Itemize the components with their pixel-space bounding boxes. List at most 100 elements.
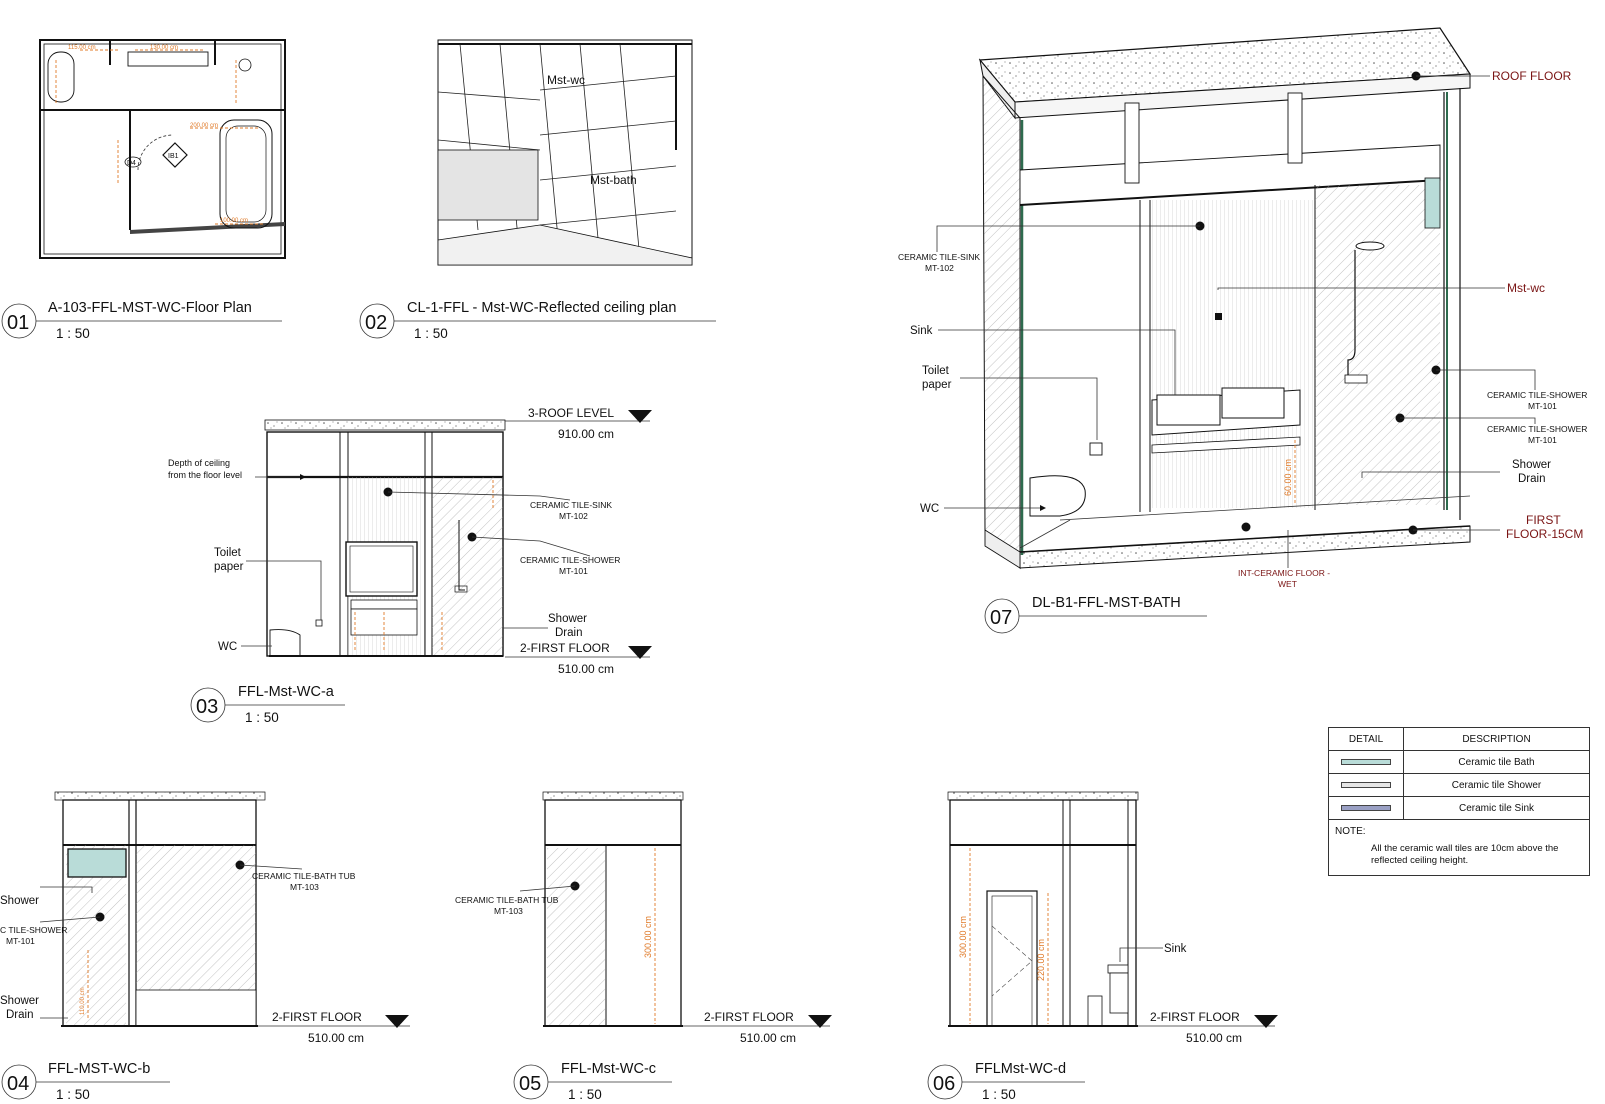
ct-bathtub-label-b: CERAMIC TILE-BATH TUB: [252, 871, 356, 881]
sink-label-d: Sink: [1164, 943, 1187, 955]
depth-ceiling-label: Depth of ceiling: [168, 458, 230, 468]
shower-label-b: Shower: [0, 895, 39, 907]
first-floor-value-d: 510.00 cm: [1186, 1031, 1242, 1045]
elev-d-dim1: 300.00 cm: [958, 916, 968, 958]
view-02-title: 02 CL-1-FFL - Mst-WC-Reflected ceiling p…: [359, 300, 716, 341]
d4-label: D4: [127, 160, 136, 167]
svg-text:MT-101: MT-101: [559, 566, 588, 576]
view-04-scale: 1 : 50: [56, 1087, 90, 1102]
svg-text:110.00 cm: 110.00 cm: [80, 987, 86, 1015]
view-06-title: 06 FFLMst-WC-d 1 : 50: [927, 1061, 1085, 1102]
view-06-name: FFLMst-WC-d: [975, 1061, 1066, 1077]
first-floor-value-b: 510.00 cm: [308, 1031, 364, 1045]
roof-level-value: 910.00 cm: [558, 427, 614, 441]
view-04-title: 04 FFL-MST-WC-b 1 : 50: [1, 1061, 170, 1102]
svg-text:MT-103: MT-103: [290, 882, 319, 892]
first-floor-label-d: 2-FIRST FLOOR: [1150, 1010, 1240, 1024]
first-floor-marker-c-icon: [808, 1015, 832, 1028]
view-05-title: 05 FFL-Mst-WC-c 1 : 50: [513, 1061, 672, 1102]
ct-shower-label-iso-2: CERAMIC TILE-SHOWER: [1487, 424, 1587, 434]
plan-dim-1: 115.00 cm: [68, 45, 96, 51]
ct-shower-label-b: C TILE-SHOWER: [0, 925, 67, 935]
view-05-scale: 1 : 50: [568, 1087, 602, 1102]
legend-note: NOTE: All the ceramic wall tiles are 10c…: [1328, 819, 1590, 876]
svg-text:02: 02: [365, 312, 387, 334]
elev-d-dim2: 220.00 cm: [1036, 939, 1046, 981]
svg-text:03: 03: [196, 696, 218, 718]
svg-text:from the floor level: from the floor level: [168, 470, 242, 480]
view-03-title: 03 FFL-Mst-WC-a 1 : 50: [190, 684, 345, 725]
legend-description: Ceramic tile Shower: [1403, 773, 1590, 797]
ib1-marker-icon: [162, 142, 188, 168]
view-03-scale: 1 : 50: [245, 710, 279, 725]
isometric-bath-view: 60.00 cm ROOF FLOOR Mst-wc CERAMIC TILE-…: [898, 27, 1587, 634]
sink-d-icon: [1107, 964, 1129, 974]
wc-plan-icon: [47, 51, 75, 103]
legend-table: DETAIL DESCRIPTION Ceramic tile Bath Cer…: [1328, 727, 1590, 876]
svg-text:Drain: Drain: [6, 1009, 33, 1021]
int-floor-label: INT-CERAMIC FLOOR -: [1238, 568, 1330, 578]
first-floor-label-iso: FIRST: [1526, 513, 1561, 527]
wc-label-a: WC: [218, 641, 237, 653]
first-floor-value-c: 510.00 cm: [740, 1031, 796, 1045]
wc-icon: [269, 629, 301, 657]
first-floor-marker-b-icon: [385, 1015, 409, 1028]
ceiling-label-mst-bath: Mst-bath: [590, 173, 637, 187]
vanity-plan-icon: [127, 51, 209, 67]
view-02-name: CL-1-FFL - Mst-WC-Reflected ceiling plan: [407, 300, 676, 316]
ct-bathtub-label-c: CERAMIC TILE-BATH TUB: [455, 895, 559, 905]
svg-text:Drain: Drain: [555, 627, 582, 639]
elev-c-dim: 300.00 cm: [643, 916, 653, 958]
wc-label-iso: WC: [920, 503, 939, 515]
svg-text:MT-102: MT-102: [559, 511, 588, 521]
ct-shower-label-a: CERAMIC TILE-SHOWER: [520, 555, 620, 565]
roof-level-marker-icon: [628, 410, 652, 423]
ib1-label: IB1: [168, 153, 179, 160]
toilet-paper-label-iso: Toilet: [922, 365, 950, 377]
roof-floor-label: ROOF FLOOR: [1492, 69, 1572, 83]
view-06-scale: 1 : 50: [982, 1087, 1016, 1102]
first-floor-marker-icon: [628, 646, 652, 659]
legend-row: Ceramic tile Shower: [1328, 773, 1590, 797]
legend-description: Ceramic tile Bath: [1403, 750, 1590, 774]
iso-dim: 60.00 cm: [1283, 459, 1293, 496]
svg-text:04: 04: [7, 1073, 29, 1095]
legend-swatch-shower: [1341, 781, 1391, 788]
note-label: NOTE:: [1335, 826, 1366, 837]
plan-dim-2: 130.00 cm: [150, 45, 178, 51]
view-07-name: DL-B1-FFL-MST-BATH: [1032, 595, 1181, 611]
shower-iso-icon: [1347, 250, 1356, 380]
svg-text:MT-101: MT-101: [1528, 435, 1557, 445]
roof-level-label: 3-ROOF LEVEL: [528, 406, 614, 420]
ct-shower-label-iso-1: CERAMIC TILE-SHOWER: [1487, 390, 1587, 400]
bathtub-plan-icon: [219, 119, 273, 229]
svg-text:paper: paper: [214, 561, 244, 573]
view-01-name: A-103-FFL-MST-WC-Floor Plan: [48, 300, 252, 316]
window-icon: [67, 848, 127, 878]
floor-plan-view: IB1 D4 115.00 cm 130.00 cm 200.00 cm 100…: [1, 39, 286, 341]
wc-iso-icon: [1029, 475, 1086, 517]
svg-text:MT-102: MT-102: [925, 263, 954, 273]
ceiling-label-mst-wc: Mst-wc: [547, 73, 585, 87]
legend-swatch-bath: [1341, 758, 1391, 765]
svg-text:07: 07: [990, 607, 1012, 629]
sink-label-iso: Sink: [910, 325, 933, 337]
svg-text:WET: WET: [1278, 579, 1297, 589]
ct-sink-label-a: CERAMIC TILE-SINK: [530, 500, 612, 510]
view-01-scale: 1 : 50: [56, 326, 90, 341]
ceiling-plan-view: Mst-wc Mst-bath 02 CL-1-FFL - Mst-WC-Ref…: [359, 39, 716, 341]
mirror-icon: [345, 541, 418, 597]
toilet-paper-label: Toilet: [214, 547, 242, 559]
view-01-title: 01 A-103-FFL-MST-WC-Floor Plan 1 : 50: [1, 300, 282, 341]
first-floor-value: 510.00 cm: [558, 662, 614, 676]
view-03-name: FFL-Mst-WC-a: [238, 684, 335, 700]
ct-sink-label-iso: CERAMIC TILE-SINK: [898, 252, 980, 262]
svg-text:Drain: Drain: [1518, 473, 1545, 485]
legend-description: Ceramic tile Sink: [1403, 796, 1590, 820]
legend-header-description: DESCRIPTION: [1403, 727, 1590, 751]
view-05-name: FFL-Mst-WC-c: [561, 1061, 656, 1077]
shower-drain-label-b: Shower: [0, 995, 39, 1007]
svg-text:MT-103: MT-103: [494, 906, 523, 916]
svg-text:01: 01: [7, 312, 29, 334]
